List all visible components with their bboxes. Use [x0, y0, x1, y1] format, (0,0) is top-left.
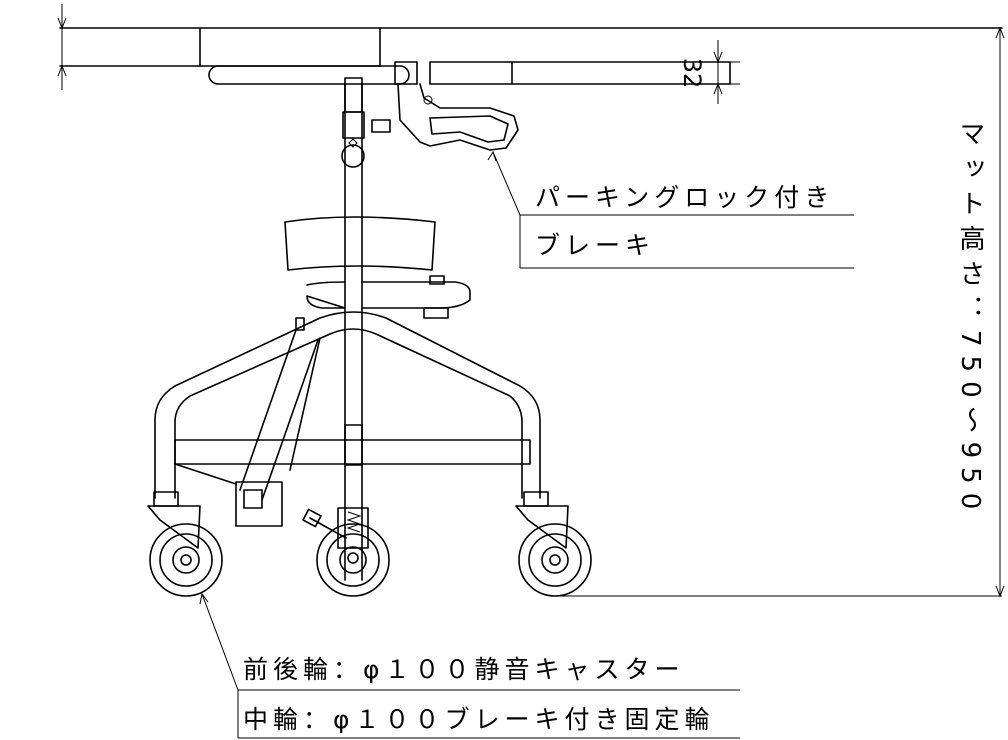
parking-lock-label: パーキングロック付き [535, 183, 834, 212]
brake-label: ブレーキ [535, 231, 655, 260]
base-frame [154, 311, 541, 527]
rear-caster-wheel [515, 491, 592, 597]
brake-handle [371, 61, 519, 151]
wheel-leader: 前後輪：φ１００静音キャスター 中輪：φ１００ブレーキ付き固定輪 [199, 592, 740, 739]
middle-wheel-label: 中輪：φ１００ブレーキ付き固定輪 [243, 705, 715, 734]
front-caster-wheel [147, 491, 223, 597]
height-dimension [560, 26, 1005, 598]
side-rail [208, 61, 740, 85]
mat-height-label: マット高さ：750～950 [955, 120, 985, 518]
mattress-thickness-dimension [57, 4, 67, 90]
middle-fixed-wheel [302, 507, 390, 597]
brake-leader: パーキングロック付き ブレーキ [487, 150, 854, 269]
front-rear-wheel-label: 前後輪：φ１００静音キャスター [243, 655, 685, 684]
rail-height-dimension: 32 [678, 40, 723, 104]
rail-height-value: 32 [678, 58, 706, 89]
mattress [59, 27, 1003, 67]
center-column [341, 77, 365, 581]
seat [284, 216, 471, 331]
